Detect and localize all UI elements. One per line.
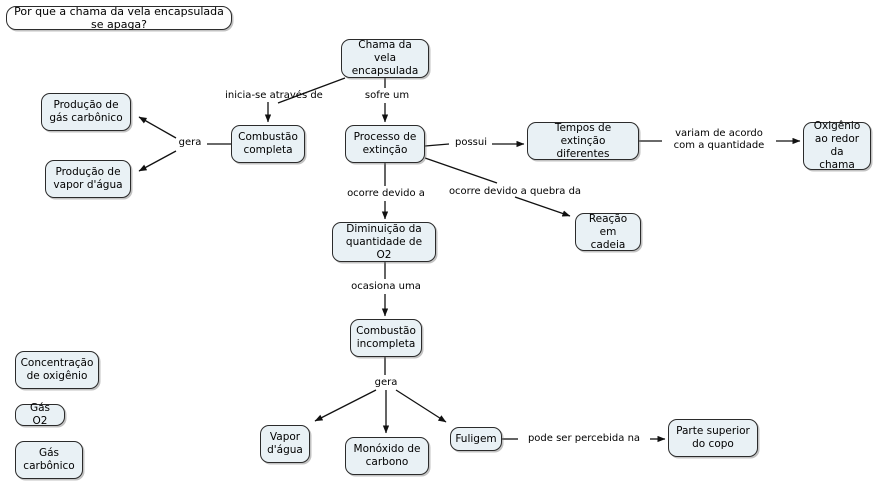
edge-gera2-to-vapor-agua [314,389,377,422]
node-gas-o2[interactable]: Gás O2 [15,402,65,427]
edge-label-ocasiona-uma: ocasiona uma [351,281,421,292]
edge-label-sofre-um: sofre um [364,90,410,101]
edge-label-pode-ser-percebida-na: pode ser percebida na [527,433,641,444]
edge-gera-to-producao-vapor-agua [138,150,177,172]
edge-processo-to-possui [424,143,450,147]
edge-label-gera-completa: gera [178,137,202,148]
edge-gera-to-producao-gas-carbonico [138,116,177,139]
edge-ocorre-quebra-to-reacao [514,196,571,217]
edge-gera2-to-fuligem [395,389,447,423]
node-fuligem[interactable]: Fuligem [450,427,502,451]
edge-processo-to-ocorre-quebra [424,157,498,184]
edge-label-ocorre-devido-a: ocorre devido a [347,188,425,199]
node-question[interactable]: Por que a chama da vela encapsulada se a… [6,5,232,31]
edge-label-gera-incompleta: gera [374,377,398,388]
edge-label-ocorre-devido-a-quebra-da: ocorre devido a quebra da [448,186,582,197]
edge-label-inicia-se-atraves-de: inicia-se através de [225,90,323,101]
edge-label-possui: possui [454,137,487,148]
